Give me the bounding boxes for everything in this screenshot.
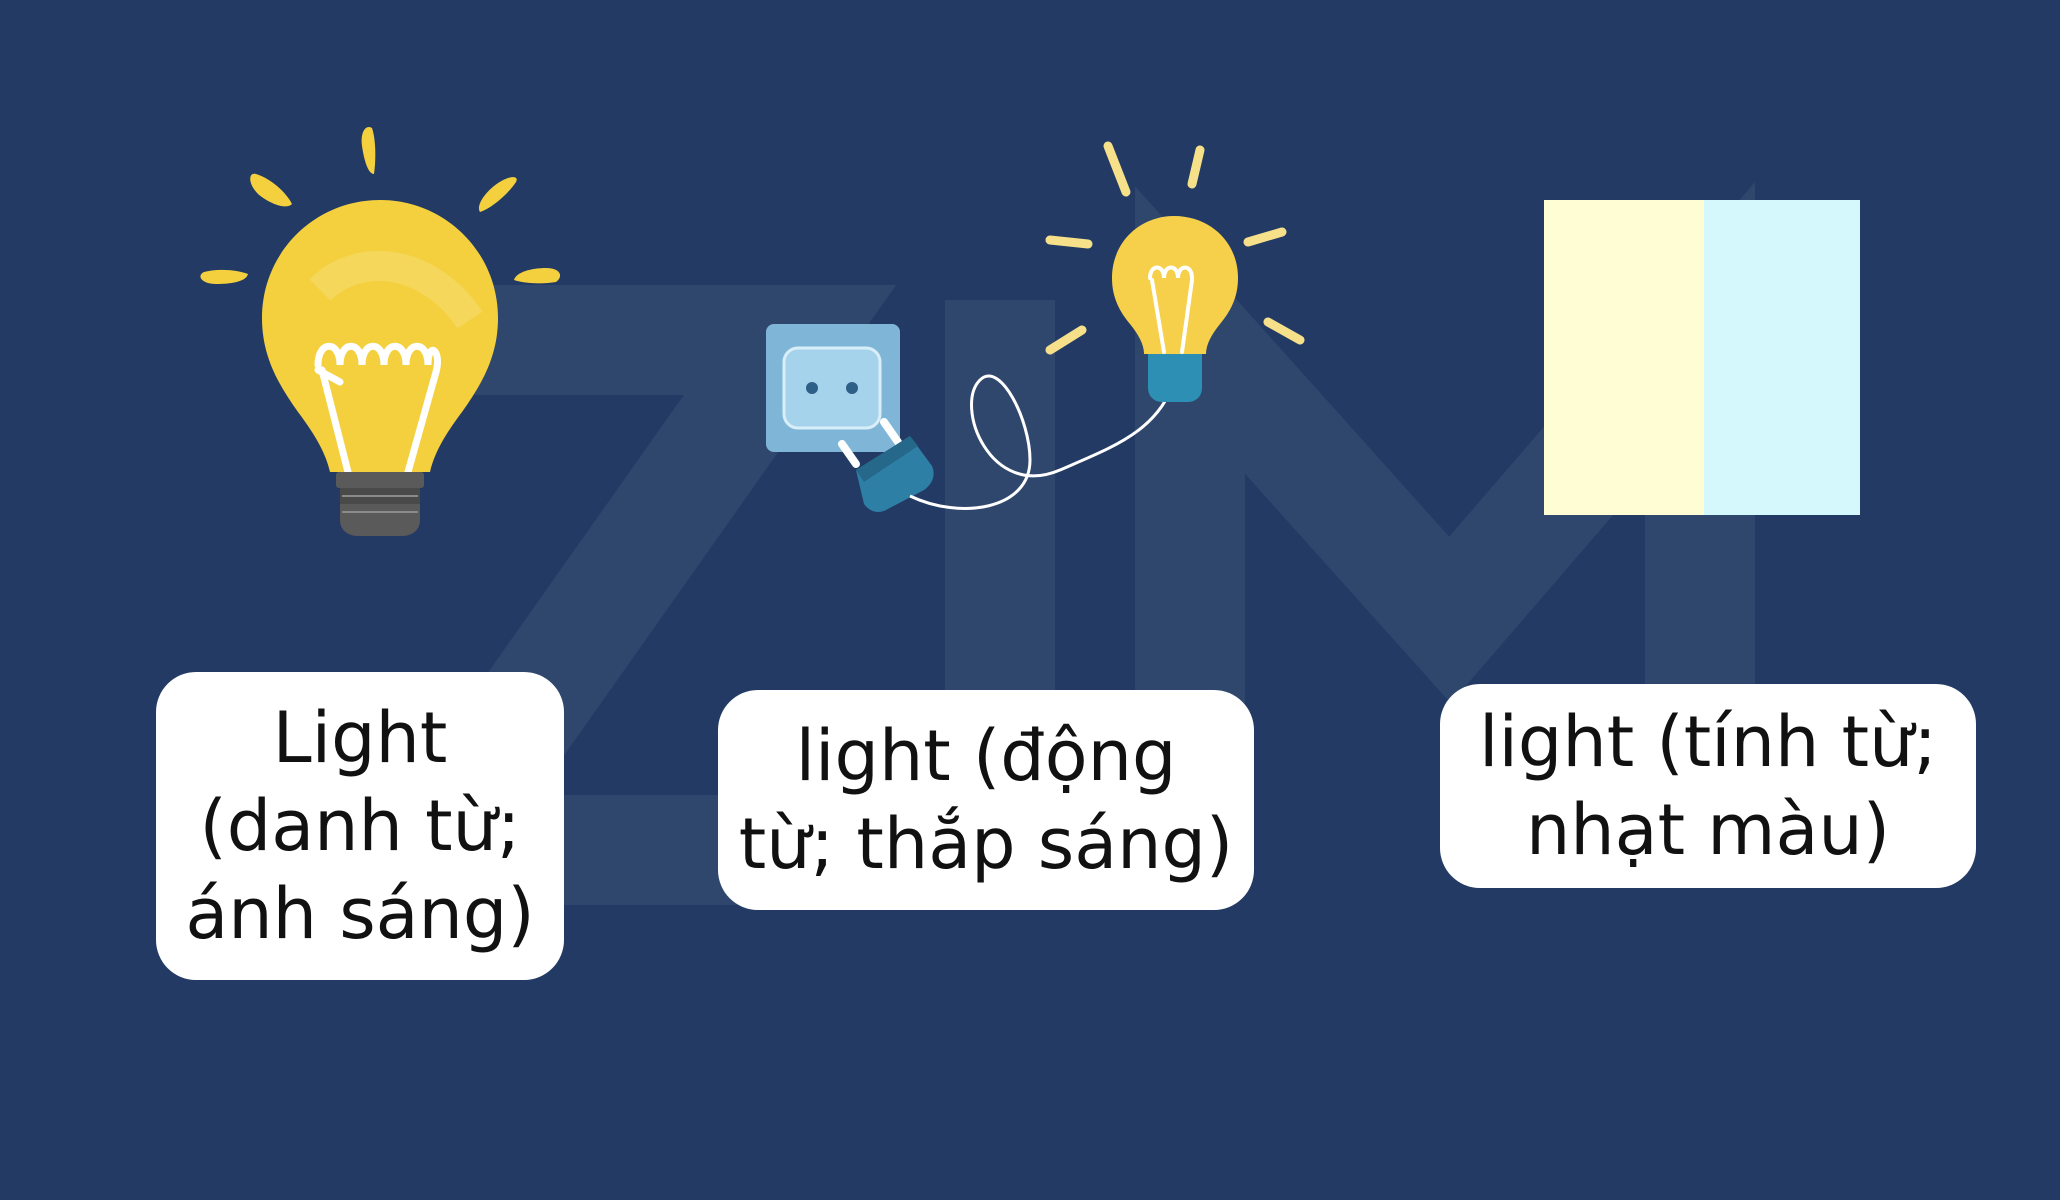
color-swatch-cyan bbox=[1704, 200, 1860, 515]
card-adjective: light (tính từ; nhạt màu) bbox=[1440, 684, 1976, 888]
light-bulb-icon bbox=[200, 126, 561, 536]
card-noun: Light (danh từ; ánh sáng) bbox=[156, 672, 564, 980]
color-swatch-yellow bbox=[1544, 200, 1704, 515]
card-adjective-text: light (tính từ; nhạt màu) bbox=[1479, 701, 1937, 871]
card-noun-text: Light (danh từ; ánh sáng) bbox=[185, 697, 535, 955]
card-verb: light (động từ; thắp sáng) bbox=[718, 690, 1254, 910]
card-verb-text: light (động từ; thắp sáng) bbox=[738, 715, 1234, 885]
socket-plug-icon bbox=[766, 141, 1305, 512]
